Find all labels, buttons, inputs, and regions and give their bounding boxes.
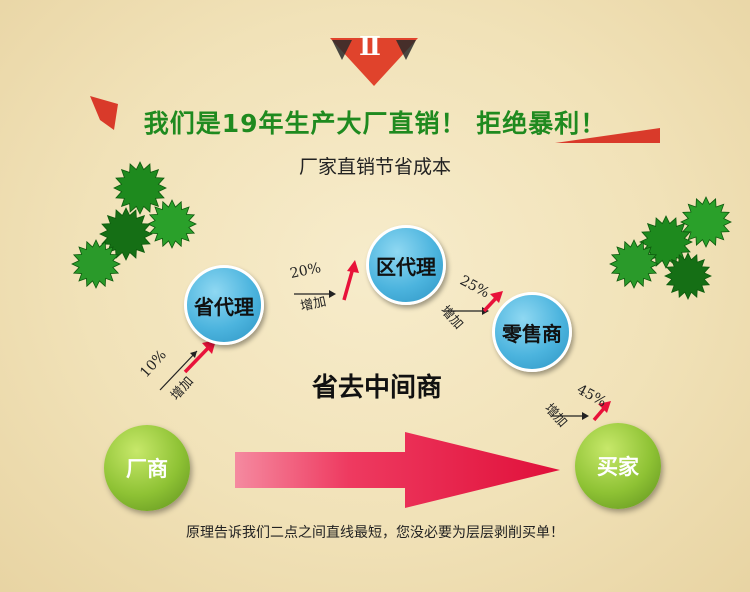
- node-factory: 厂商: [104, 425, 190, 511]
- node-retailer-label: 零售商: [502, 321, 562, 346]
- direct-route-arrow: [235, 432, 560, 508]
- badge-shape: [330, 38, 418, 86]
- leaf-shape: [664, 252, 712, 300]
- headline: 我们是19年生产大厂直销！ 拒绝暴利！: [143, 109, 607, 138]
- node-provincial-agent: 省代理: [184, 265, 264, 345]
- node-buyer: 买家: [575, 423, 661, 509]
- node-buyer-label: 买家: [597, 455, 639, 479]
- subtitle: 厂家直销节省成本: [298, 156, 451, 178]
- node-provincial-agent-label: 省代理: [194, 294, 254, 319]
- step-arrows: [159, 260, 611, 422]
- node-district-agent-label: 区代理: [376, 254, 436, 279]
- footer-note: 原理告诉我们二点之间直线最短，您没必要为层层剥削买单！: [186, 525, 564, 541]
- leaf-shape: [680, 196, 732, 248]
- leaf-shape: [71, 239, 121, 289]
- badge-numeral: Ⅱ: [359, 32, 381, 62]
- skip-middlemen-label: 省去中间商: [311, 373, 442, 403]
- leaf-clusters: [71, 161, 732, 300]
- headline-left-flag: [90, 96, 118, 130]
- leaf-shape: [147, 199, 197, 249]
- leaf-shape: [113, 161, 167, 215]
- node-factory-label: 厂商: [126, 457, 168, 481]
- leaf-shape: [609, 239, 659, 289]
- node-retailer: 零售商: [492, 292, 572, 372]
- headline-right-flag: [555, 128, 660, 143]
- node-district-agent: 区代理: [366, 225, 446, 305]
